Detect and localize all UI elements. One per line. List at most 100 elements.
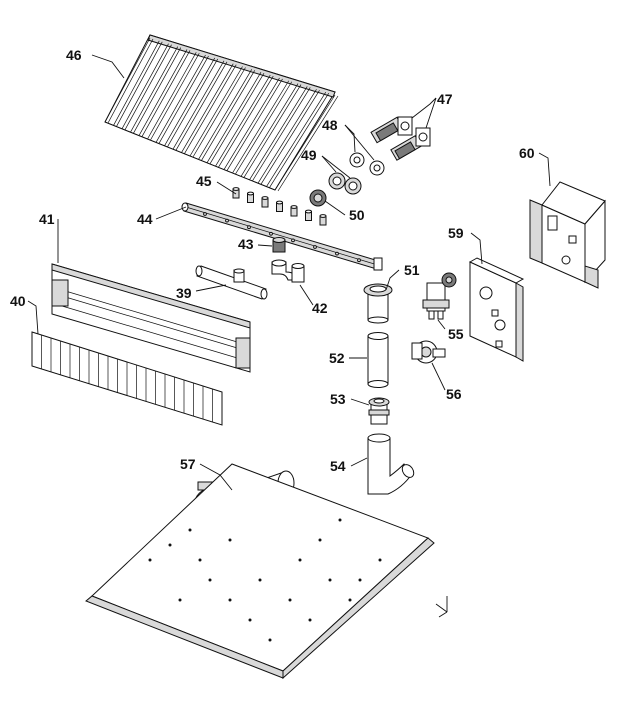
plate-hole [208, 578, 212, 582]
plate-hole [378, 558, 382, 562]
manifold-tube-part-39 [195, 265, 268, 300]
plate-hole [328, 578, 332, 582]
washers-part-48 [349, 152, 385, 176]
callout-57: 57 [180, 456, 196, 472]
callout-39: 39 [176, 285, 192, 301]
elbow-part-42 [271, 259, 305, 283]
callout-49: 49 [301, 147, 317, 163]
plate-hole [258, 578, 262, 582]
rack-wire [252, 87, 311, 181]
curtain-part-40 [31, 331, 223, 426]
rack-wire [107, 38, 154, 124]
bracket-plate-part-59 [468, 257, 525, 362]
rack-wire [274, 94, 336, 191]
rack-wire [209, 73, 265, 164]
rack-wire [201, 70, 256, 161]
nozzle-tip [232, 187, 240, 191]
nozzle-tip [276, 200, 283, 205]
rack-wire [175, 61, 228, 151]
plate-hole [198, 558, 202, 562]
callout-60: 60 [519, 145, 535, 161]
tube-hole [357, 258, 361, 263]
rack-wire [124, 44, 172, 130]
rack-wire [147, 52, 197, 140]
rack-wire [215, 74, 271, 167]
callout-47: 47 [437, 91, 453, 107]
plate-hole [358, 578, 362, 582]
rack-wire [167, 58, 219, 147]
callout-44: 44 [137, 211, 153, 227]
wire-rack-part-46 [104, 34, 339, 192]
rack-wire [133, 47, 182, 134]
rack-wire [266, 91, 327, 187]
cap-part-43 [272, 237, 286, 253]
rack-wire [189, 66, 243, 157]
distribution-tube-part-44 [181, 202, 383, 271]
rack-wire [138, 49, 188, 136]
rack-wire [249, 86, 308, 180]
rack-wire [150, 53, 200, 141]
rail-assembly-part-41 [51, 263, 251, 373]
plate-hole [348, 598, 352, 602]
callout-53: 53 [330, 391, 346, 407]
nozzle-tip [290, 205, 298, 209]
callouts: 46 47 48 49 50 45 44 41 43 42 39 40 51 5… [10, 47, 535, 474]
pipe-part-52 [367, 332, 389, 388]
callout-41: 41 [39, 211, 55, 227]
fitting-part-50 [309, 189, 327, 207]
callout-59: 59 [448, 225, 464, 241]
nozzle-tip [319, 214, 327, 218]
base-plate [85, 463, 435, 680]
plate-hole [338, 518, 342, 522]
fitting-part-51 [363, 283, 393, 324]
nozzle-tip [261, 196, 269, 200]
rack-wire [257, 89, 317, 184]
plate-hole [308, 618, 312, 622]
plate-hole [248, 618, 252, 622]
rack-wire [232, 80, 290, 174]
axis-indicator [435, 596, 448, 618]
solenoid-valve-part-55 [422, 272, 457, 320]
plate-hole [268, 638, 272, 642]
callout-40: 40 [10, 293, 26, 309]
rack-wire [121, 43, 169, 129]
callout-54: 54 [330, 458, 346, 474]
valve-part-56 [411, 340, 446, 364]
tube-hole [291, 238, 295, 243]
callout-46: 46 [66, 47, 82, 63]
plate-hole [228, 538, 232, 542]
rack-wire [158, 55, 209, 144]
rack-wire [116, 41, 163, 127]
rack-wire [155, 54, 206, 143]
rack-wire [223, 77, 280, 170]
rack-wire [243, 84, 302, 178]
rack-wire [164, 57, 216, 146]
rack-wire [104, 37, 151, 123]
tube-hole [203, 212, 207, 216]
tube-hole [313, 245, 317, 249]
tube-hole [225, 218, 229, 223]
rack-wire [235, 81, 293, 175]
rack-wire [130, 46, 179, 133]
callout-43: 43 [238, 236, 254, 252]
rack-wire [206, 72, 262, 163]
tube-hole [269, 231, 273, 236]
elbow-pipe-part-54 [367, 433, 415, 495]
valves-part-47 [370, 116, 431, 161]
electrical-box-part-60 [529, 181, 606, 289]
rack-wire [181, 63, 234, 153]
plate-hole [318, 538, 322, 542]
leader-lines [27, 54, 551, 491]
rack-wire [113, 40, 160, 126]
callout-56: 56 [446, 386, 462, 402]
rack-wire [226, 78, 283, 171]
tube-hole [247, 225, 251, 230]
callout-55: 55 [448, 326, 464, 342]
rack-wire [141, 50, 191, 137]
plate-hole [178, 598, 182, 602]
plate-hole [148, 558, 152, 562]
rack-wire [184, 64, 237, 154]
tube-hole [335, 251, 339, 256]
plate-hole [188, 528, 192, 532]
